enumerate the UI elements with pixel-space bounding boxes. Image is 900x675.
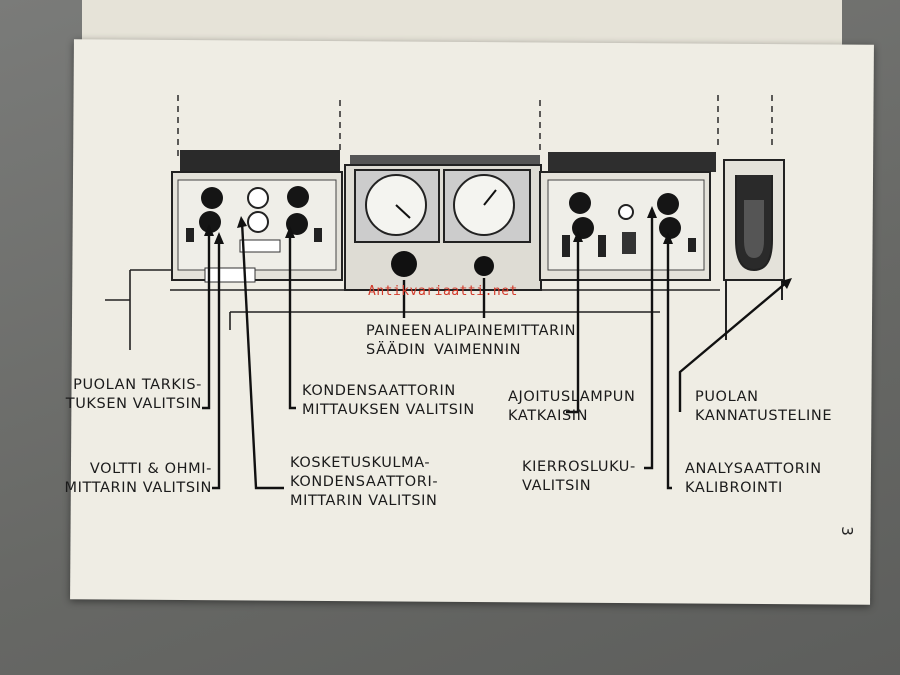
- pressure-knob-icon: [391, 251, 417, 277]
- page-number: 3: [837, 526, 856, 536]
- analyzer-calibration-label: ANALYSAATTORIN KALIBROINTI: [685, 461, 822, 496]
- coil-check-selector-label: PUOLAN TARKIS- TUKSEN VALITSIN: [65, 377, 202, 412]
- damper-knob-icon: [474, 256, 494, 276]
- knob-icon: [659, 217, 681, 239]
- right-control-panel: [539, 171, 711, 281]
- knob-icon: [287, 186, 309, 208]
- top-strip-left: [180, 150, 340, 172]
- knob-icon: [286, 213, 308, 235]
- lamp-icon: [618, 204, 634, 220]
- top-strip-right: [548, 152, 716, 172]
- coil-holder-label: PUOLAN KANNATUSTELINE: [695, 389, 833, 424]
- left-control-panel: [171, 171, 343, 283]
- capacitor-selector-label: KONDENSAATTORIN MITTAUKSEN VALITSIN: [302, 383, 475, 418]
- pressure-regulator-label: PAINEEN SÄÄDIN: [366, 323, 433, 358]
- vacuum-damper-label: ALIPAINEMITTARIN VAIMENNIN: [434, 323, 577, 358]
- coil-holder: [723, 159, 785, 340]
- rpm-selector-label: KIERROSLUKU- VALITSIN: [522, 459, 636, 494]
- knob-icon: [247, 211, 269, 233]
- watermark: Antikvariaatti.net: [368, 284, 518, 299]
- callout-lines: [202, 212, 788, 490]
- knob-icon: [657, 193, 679, 215]
- knob-icon: [199, 211, 221, 233]
- knob-icon: [201, 187, 223, 209]
- knob-icon: [247, 187, 269, 209]
- knob-icon: [569, 192, 591, 214]
- timing-light-switch-label: AJOITUSLAMPUN KATKAISIN: [508, 389, 636, 424]
- dwell-capacitor-selector-label: KOSKETUSKULMA- KONDENSAATTORI- MITTARIN …: [290, 455, 439, 509]
- center-gauge-panel: [344, 164, 542, 291]
- volt-ohm-selector-label: VOLTTI & OHMI- MITTARIN VALITSIN: [64, 461, 212, 496]
- knob-icon: [572, 217, 594, 239]
